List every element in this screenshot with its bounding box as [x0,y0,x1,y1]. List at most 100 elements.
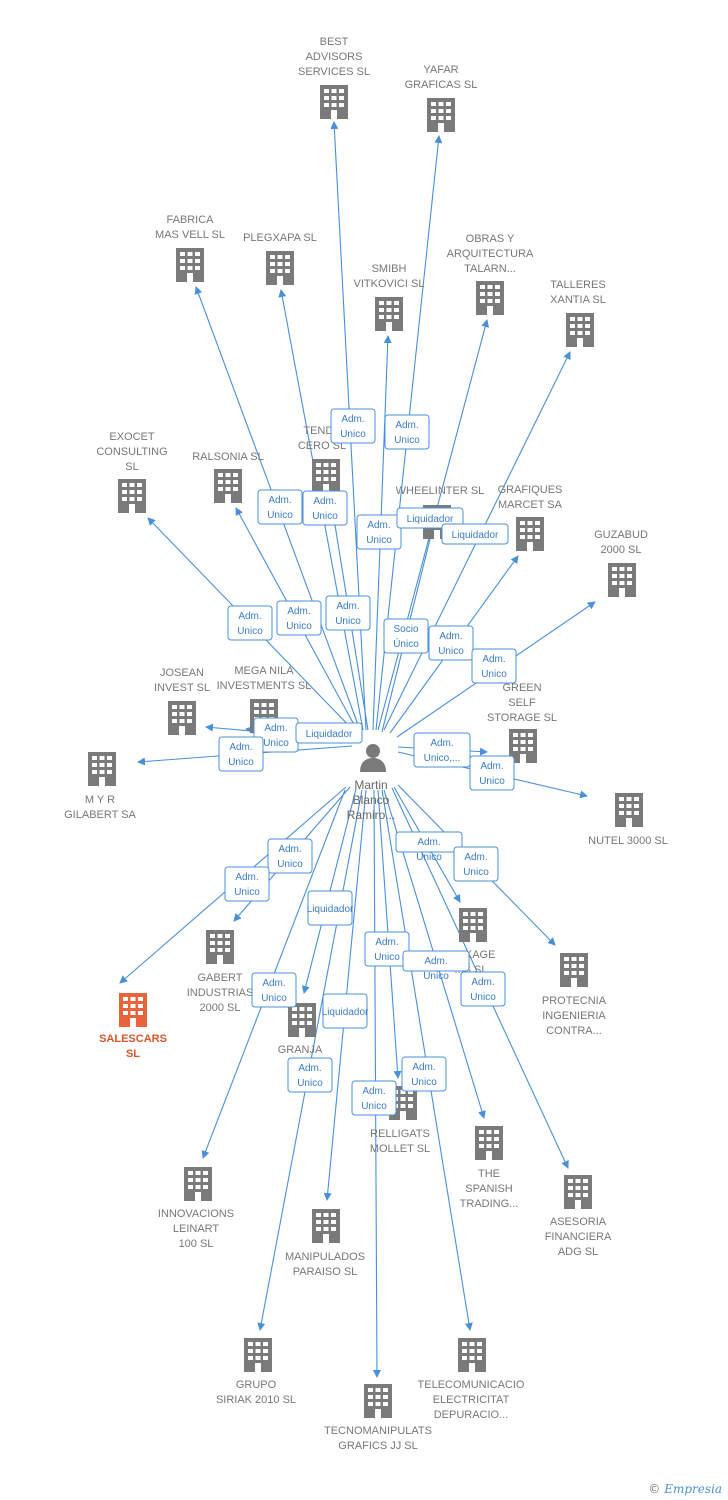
edge-role-label[interactable]: Adm. Unico [469,755,515,791]
company-label-line: XANTIA SL [550,294,606,306]
building-icon [375,297,403,331]
edge-label-text: Adm. [375,937,398,948]
company-label-line: NUTEL 3000 SL [588,835,668,847]
edge-role-label[interactable]: Adm.Unico [453,846,499,882]
company-label-line: SALESCARS [99,1033,167,1045]
edge-role-label[interactable]: Adm.Unico [460,971,506,1007]
edge-role-label[interactable]: Liquidador [322,993,369,1029]
company-label-line: INVESTMENTS SL [217,680,312,692]
edge-role-label[interactable]: Liquidador [307,890,354,926]
edge-label-text: Adm. [480,761,503,772]
edge-role-label[interactable]: Adm.Unico [471,648,517,684]
edge-role-label[interactable]: Adm.Unico,... [413,732,471,768]
edge-role-label[interactable]: Adm.Unico [356,514,402,550]
edge-role-label[interactable]: Adm. Unico [218,736,264,772]
edge-role-label[interactable]: Adm.Unico [302,490,348,526]
company-label-line: GRAFIQUES [498,484,563,496]
edge-role-label[interactable]: Adm.Unico [364,931,410,967]
company-label-line: 2000 SL [601,544,642,556]
edge-role-label[interactable]: Adm.Unico [287,1057,333,1093]
company-label-line: RALSONIA SL [192,451,264,463]
edge-role-label[interactable]: Liquidador [295,722,363,744]
company-label-line: SMIBH [372,263,407,275]
edge-role-label[interactable]: Adm.Unico [257,489,303,525]
edge-label-box [330,408,376,444]
edge-role-label[interactable]: Adm.Unico [267,838,313,874]
company-label-line: YAFAR [423,64,458,76]
edge-role-label[interactable]: Adm.Unico [384,414,430,450]
edge-role-label[interactable]: Adm.Unico [351,1080,397,1116]
edge-label-text: Liquidador [322,1007,369,1018]
company-label-line: OBRAS Y [466,233,515,245]
edge-label-box [469,755,515,791]
edge-role-label[interactable]: Adm.Unico [401,1056,447,1092]
company-label-line: INNOVACIONS [158,1208,234,1220]
center-label-line-2: Blanco [353,793,390,807]
edge-role-label[interactable]: Adm.Unico [395,831,463,863]
center-label-line-3: Ramiro... [347,808,396,822]
building-icon [312,1209,340,1243]
building-icon [615,793,643,827]
company-label-line: ADVISORS [306,51,363,63]
company-node-nutel[interactable]: NUTEL 3000 SL [588,793,668,847]
edge-role-label[interactable]: Adm.Unico [428,625,474,661]
edge-label-text: Adm. [313,496,336,507]
edge-role-label[interactable]: Adm.Unico [276,600,322,636]
edge-role-label[interactable]: Liquidador [441,523,509,545]
edge-role-label[interactable]: Adm.Unico [330,408,376,444]
edge-label-text: Adm. [367,520,390,531]
edge-role-label[interactable]: Liquidador [396,507,464,529]
building-icon [516,517,544,551]
edge-label-box [322,993,368,1029]
edge-label-text: Adm. [229,742,252,753]
edge-label-text: Unico [479,776,505,787]
edge-role-label[interactable]: Adm.Unico [325,595,371,631]
company-label-line: ASESORIA [550,1216,607,1228]
edge-role-label[interactable]: Adm.Unico [224,866,270,902]
edge-label-text: Unico [438,646,464,657]
company-node-plegxapa[interactable]: PLEGXAPA SL [243,232,317,285]
company-label-line: 100 SL [179,1238,214,1250]
center-person-node[interactable]: Martin Blanco Ramiro... [347,744,396,822]
building-icon [608,563,636,597]
company-node-wheelinter[interactable]: WHEELINTER SL [396,485,485,539]
company-label-line: SL [125,461,138,473]
company-label-line: TELECOMUNICACIO [418,1379,525,1391]
building-icon [458,1338,486,1372]
edge-label-text: Adm. [471,977,494,988]
company-node-protecnia[interactable]: PROTECNIAINGENIERIACONTRA... [542,953,607,1037]
company-node-obras[interactable]: OBRAS YARQUITECTURATALARN... [447,233,534,315]
edge-role-label[interactable]: Adm.Unico [251,972,297,1008]
company-node-the-spanish[interactable]: THESPANISHTRADING... [460,1126,519,1210]
edge-label-box [471,648,517,684]
company-node-ralsonia[interactable]: RALSONIA SL [192,451,264,503]
edge-role-label[interactable]: Adm.Unico [402,950,470,982]
edge-role-label[interactable]: Adm.Unico [227,605,273,641]
company-label-line: FABRICA [166,214,214,226]
edge-label-text: Unico [228,757,254,768]
company-node-telecomunicacio[interactable]: TELECOMUNICACIOELECTRICITATDEPURACIO... [418,1338,525,1421]
company-label-line: INVEST SL [154,682,210,694]
